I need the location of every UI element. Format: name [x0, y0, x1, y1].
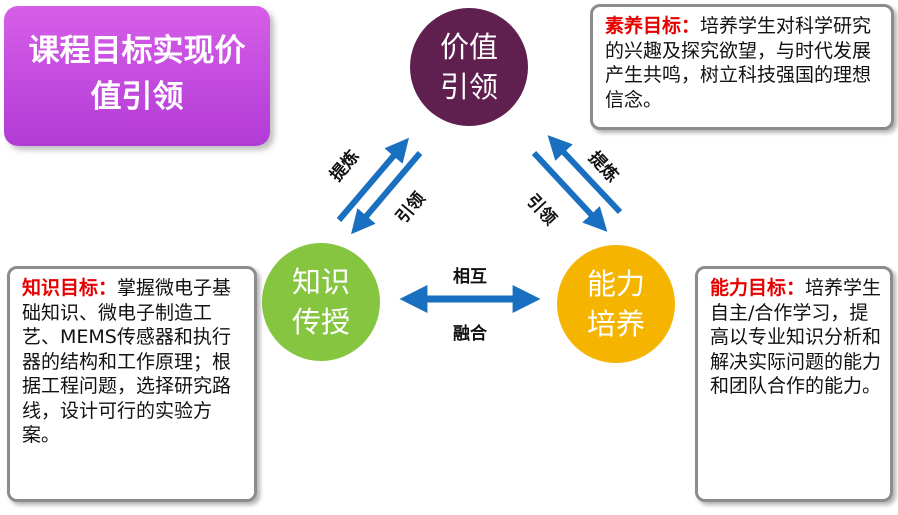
value-circle-line-2: 引领 — [439, 70, 498, 104]
value-guidance-circle: 价值 引领 — [410, 8, 528, 126]
knowledge-circle: 知识 传授 — [262, 243, 380, 361]
knowledge-goal-box: 知识目标：掌握微电子基础知识、微电子制造工艺、MEMS传感器和执行器的结构和工作… — [7, 266, 257, 502]
ability-circle: 能力 培养 — [557, 245, 675, 363]
knowledge-goal-text: 掌握微电子基础知识、微电子制造工艺、MEMS传感器和执行器的结构和工作原理；根据… — [22, 277, 232, 446]
title-line-1: 课程目标实现价 — [28, 33, 246, 69]
value-circle-line-1: 价值 — [439, 30, 498, 64]
arrow-right-up — [547, 135, 623, 215]
knowledge-circle-line-1: 知识 — [291, 265, 350, 299]
ability-circle-line-1: 能力 — [586, 267, 645, 301]
literacy-goal-label: 素养目标： — [605, 15, 701, 37]
ability-goal-label: 能力目标： — [710, 277, 806, 299]
arrow-left-down — [351, 151, 423, 235]
knowledge-circle-line-2: 传授 — [291, 305, 350, 339]
knowledge-goal-label: 知识目标： — [22, 277, 118, 299]
title-line-2: 值引领 — [90, 79, 184, 115]
literacy-goal-text: 培养学生对科学研究的兴趣及探究欲望，与时代发展产生共鸣，树立科技强国的理想信念。 — [605, 15, 872, 111]
arrow-left-up — [336, 137, 410, 222]
literacy-goal-box: 素养目标：培养学生对科学研究的兴趣及探究欲望，与时代发展产生共鸣，树立科技强国的… — [590, 4, 894, 130]
ability-circle-line-2: 培养 — [586, 307, 645, 341]
label-middle-top: 相互 — [453, 267, 487, 287]
ability-goal-box: 能力目标：培养学生自主/合作学习，提高以专业知识分析和解决实际问题的能力和团队合… — [695, 266, 893, 502]
title-banner: 课程目标实现价 值引领 — [4, 6, 270, 146]
label-middle-bottom: 融合 — [453, 324, 487, 344]
ability-goal-text: 培养学生自主/合作学习，提高以专业知识分析和解决实际问题的能力和团队合作的能力。 — [710, 277, 882, 397]
arrow-right-down — [531, 150, 608, 232]
